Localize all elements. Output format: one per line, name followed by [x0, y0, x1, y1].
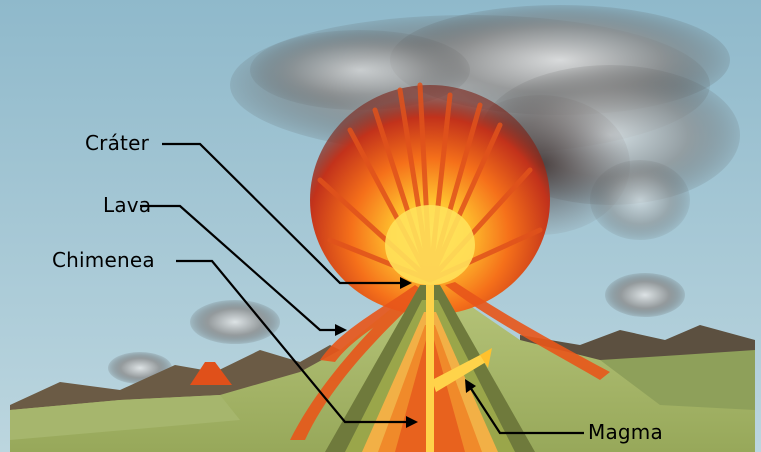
eruption	[310, 85, 550, 315]
lava-label: Lava	[103, 195, 151, 215]
chimney-conduit	[426, 285, 434, 452]
magma-label: Magma	[588, 422, 663, 442]
crater-label: Cráter	[85, 133, 149, 153]
chimney-label: Chimenea	[52, 250, 155, 270]
